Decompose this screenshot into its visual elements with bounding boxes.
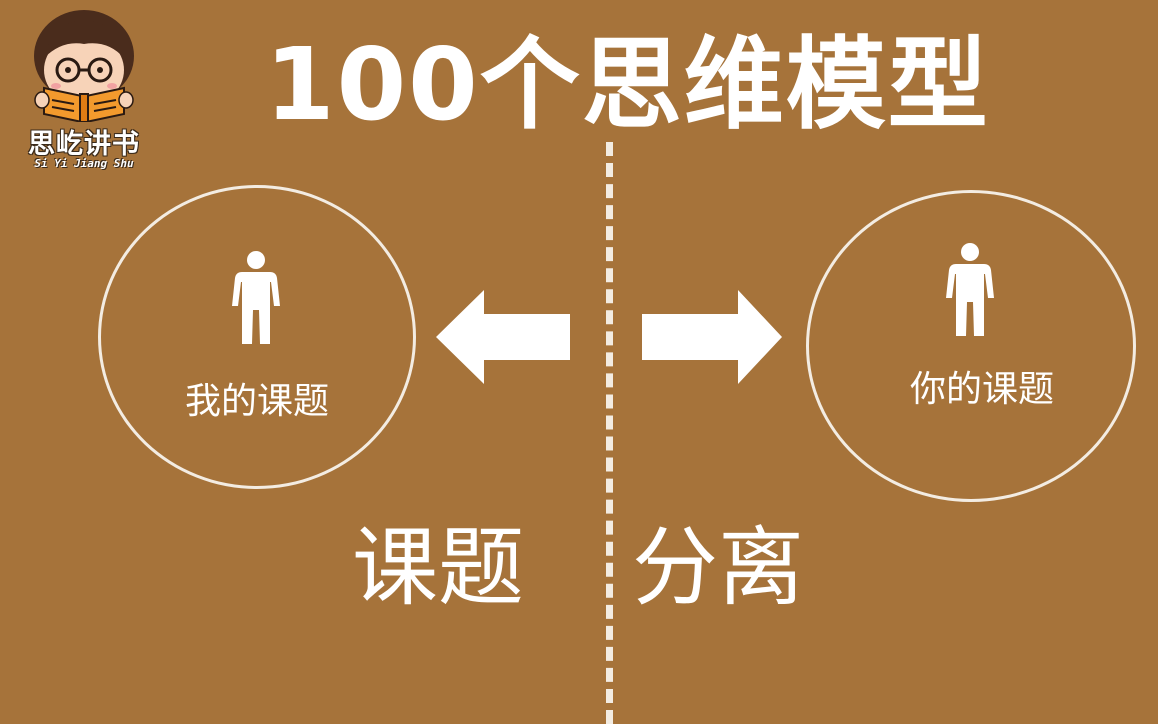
center-divider xyxy=(606,142,613,724)
brand-logo: 思屹讲书 Si Yi Jiang Shu xyxy=(6,4,162,174)
your-task-label: 你的课题 xyxy=(909,369,1054,410)
bottom-text-right: 分离 xyxy=(632,518,804,618)
bottom-text-left: 课题 xyxy=(352,518,524,618)
person-icon xyxy=(946,243,994,336)
arrow-right-icon xyxy=(642,290,782,384)
person-icon xyxy=(232,251,280,344)
logo-name-cn: 思屹讲书 xyxy=(28,129,140,160)
page-title: 100个思维模型 xyxy=(265,26,990,143)
my-task-circle xyxy=(98,185,416,489)
reading-girl-icon xyxy=(34,10,134,122)
my-task-label: 我的课题 xyxy=(184,381,329,422)
arrow-left-icon xyxy=(436,290,570,384)
logo-name-en: Si Yi Jiang Shu xyxy=(34,157,134,170)
your-task-circle xyxy=(806,190,1136,502)
